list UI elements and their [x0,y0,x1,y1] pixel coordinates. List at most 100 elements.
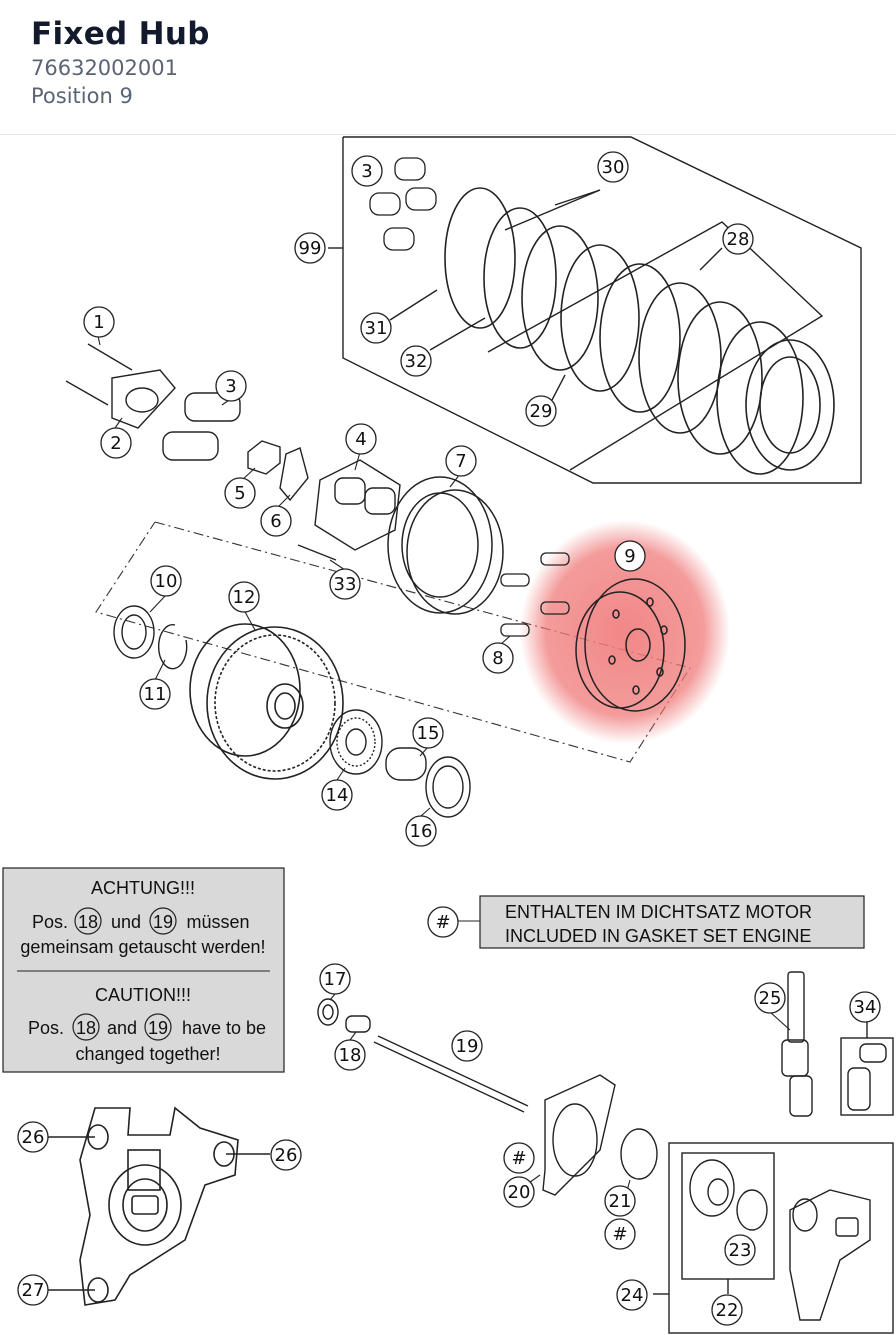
inner-hub [387,476,504,615]
callout-circle [427,906,459,938]
caution-note: ACHTUNG!!! Pos. 18 und 19 müssen gemeins… [2,867,285,1073]
callout-label: 2 [110,433,121,454]
callout-label: 8 [492,648,503,669]
seal-and-circlip [113,605,188,670]
caution-en-have: have to be [182,1018,266,1038]
caution-de-title: ACHTUNG!!! [91,878,195,898]
callout-30: 30 [597,151,629,183]
callout-circle [321,779,353,811]
callout-circle [360,312,392,344]
callout-31: 31 [360,312,392,344]
gear-bearing-washer [329,709,471,818]
callout-29: 29 [525,395,557,427]
callout-label: 19 [456,1036,479,1057]
callout-label: 3 [225,376,236,397]
caution-de-und: und [111,912,141,932]
gasket-set-note: ENTHALTEN IM DICHTSATZ MOTOR INCLUDED IN… [479,895,865,949]
small-springs [500,552,570,637]
callout-21: 21 [604,1185,636,1217]
callout-circle [100,427,132,459]
callout-circle [345,423,377,455]
bleeder-parts [781,971,894,1117]
callout-gasket-mark: # [604,1218,636,1250]
callout-14: 14 [321,779,353,811]
callout-label: 7 [455,451,466,472]
callout-17: 17 [319,963,351,995]
callout-circle [224,477,256,509]
callout-label: 27 [22,1280,45,1301]
callout-gasket-mark: # [503,1142,535,1174]
callout-circle [616,1279,648,1311]
pressure-plate [314,459,401,551]
callout-label: 14 [326,785,349,806]
callout-23: 23 [724,1234,756,1266]
callout-gasket-mark: # [427,906,459,938]
callout-label: 11 [144,684,167,705]
callout-label: 34 [854,997,877,1018]
caution-de-pos: Pos. [32,912,68,932]
callout-label: 16 [410,821,433,842]
callout-circle [215,370,247,402]
callout-circle [260,505,292,537]
part-title: Fixed Hub [31,16,210,52]
clutch-cover [46,1106,270,1306]
callout-circle [503,1142,535,1174]
cover-gasket-and-oring [542,1074,658,1196]
callout-label: 17 [324,969,347,990]
callout-circle [83,306,115,338]
gasket-note-de: ENTHALTEN IM DICHTSATZ MOTOR [505,902,812,922]
callout-label: 33 [334,574,357,595]
callout-circle [482,642,514,674]
callout-16: 16 [405,815,437,847]
callout-label: 99 [299,238,322,259]
caution-en-line2: changed together! [75,1044,220,1064]
callout-label: 25 [759,988,782,1009]
callout-8: 8 [482,642,514,674]
callout-27: 27 [17,1274,49,1306]
callout-label: 10 [155,571,178,592]
caution-en-num2: 19 [148,1018,168,1038]
callout-15: 15 [412,717,444,749]
callout-6: 6 [260,505,292,537]
callout-circle [597,151,629,183]
callout-circle [724,1234,756,1266]
callout-label: 5 [234,483,245,504]
callout-label: 28 [727,229,750,250]
caution-en-title: CAUTION!!! [95,985,191,1005]
callout-circle [17,1121,49,1153]
callout-circle [139,678,171,710]
caution-de-num1: 18 [78,912,98,932]
callout-circle [754,982,786,1014]
callout-label: 29 [530,401,553,422]
callout-label: 15 [417,723,440,744]
callout-label: 1 [93,312,104,333]
callout-circle [405,815,437,847]
callout-label: 20 [508,1182,531,1203]
callout-33: 33 [329,568,361,600]
fixed-hub-part [575,578,686,712]
callout-circle [711,1294,743,1326]
callout-18: 18 [334,1039,366,1071]
callout-label: 22 [716,1300,739,1321]
caution-de-line2: gemeinsam getauscht werden! [20,937,265,957]
callout-10: 10 [150,565,182,597]
caution-en-and: and [107,1018,137,1038]
callout-11: 11 [139,678,171,710]
callout-label: # [511,1148,526,1169]
callout-circle [614,540,646,572]
callout-26: 26 [17,1121,49,1153]
callout-2: 2 [100,427,132,459]
callout-circle [412,717,444,749]
pushrod-assembly [317,998,529,1113]
callout-circle [329,568,361,600]
callout-label: 23 [729,1240,752,1261]
callout-circle [17,1274,49,1306]
callout-label: 18 [339,1045,362,1066]
slave-cylinder-group [653,1142,894,1334]
callout-label: 31 [365,318,388,339]
callout-label: # [435,912,450,933]
callout-26: 26 [270,1139,302,1171]
caution-de-muessen: müssen [186,912,249,932]
